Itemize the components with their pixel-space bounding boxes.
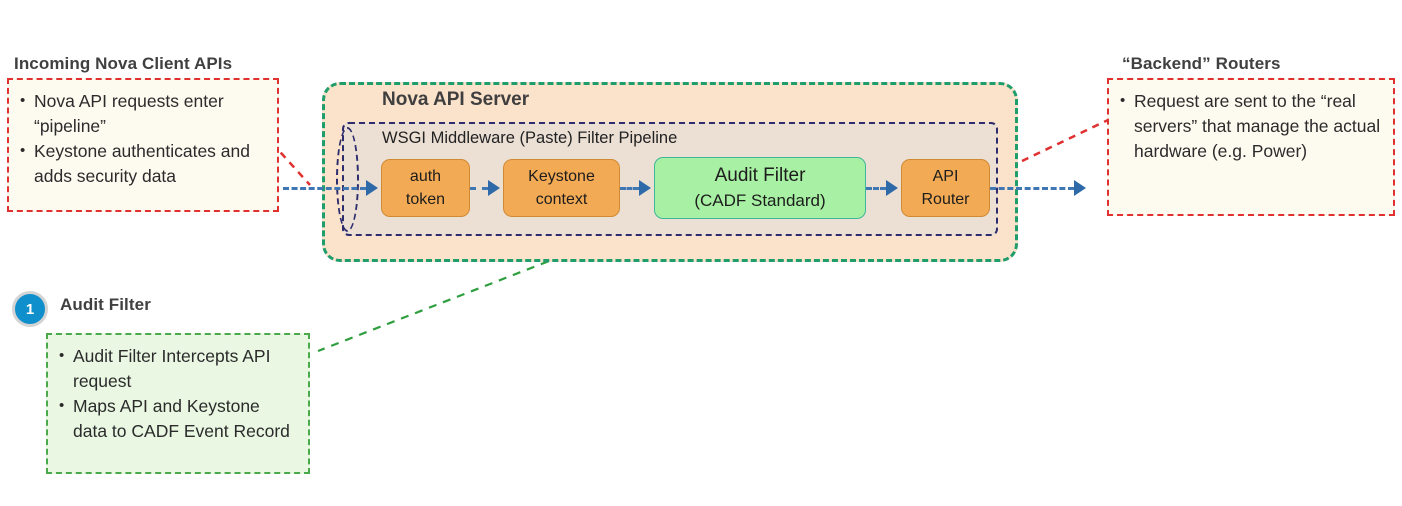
stage-audit-filter[interactable]: Audit Filter (CADF Standard) <box>654 157 866 219</box>
list-item: Nova API requests enter “pipeline” <box>17 88 267 139</box>
arrow-line-entry <box>283 187 366 190</box>
pipeline-entry-ellipse <box>336 127 359 232</box>
stage-audit-filter-line2: (CADF Standard) <box>694 191 826 210</box>
arrow-line-audit-to-router <box>866 187 886 190</box>
list-item: Audit Filter Intercepts API request <box>56 343 298 394</box>
arrow-head-keystone-to-audit <box>639 180 651 196</box>
arrow-head-exit <box>1074 180 1086 196</box>
stage-auth-token[interactable]: auth token <box>381 159 470 217</box>
arrow-line-keystone-to-audit <box>620 187 639 190</box>
stage-keystone-context-line1: Keystone <box>528 168 595 185</box>
callout-backend-routers: Request are sent to the “real servers” t… <box>1107 78 1395 216</box>
callout-audit-filter-details: Audit Filter Intercepts API request Maps… <box>46 333 310 474</box>
leader-right-red <box>1021 118 1109 163</box>
arrow-line-auth-to-keystone <box>470 187 488 190</box>
section-title-incoming: Incoming Nova Client APIs <box>14 54 233 73</box>
stage-api-router-line1: API <box>932 168 959 185</box>
stage-auth-token-line2: token <box>405 191 446 208</box>
callout-incoming-list: Nova API requests enter “pipeline” Keyst… <box>17 88 267 189</box>
list-item: Maps API and Keystone data to CADF Event… <box>56 393 298 444</box>
stage-audit-filter-line1: Audit Filter <box>714 165 806 186</box>
arrow-head-auth-to-keystone <box>488 180 500 196</box>
stage-api-router-line2: Router <box>921 191 970 208</box>
list-item: Request are sent to the “real servers” t… <box>1117 88 1383 164</box>
arrow-line-exit <box>990 187 1074 190</box>
step-badge-1: 1 <box>12 291 48 327</box>
stage-keystone-context[interactable]: Keystone context <box>503 159 620 217</box>
nova-api-server-title: Nova API Server <box>382 89 530 110</box>
stage-auth-token-line1: auth <box>409 168 442 185</box>
list-item: Keystone authenticates and adds security… <box>17 138 267 189</box>
section-title-backend-routers: “Backend” Routers <box>1122 54 1281 73</box>
stage-api-router[interactable]: API Router <box>901 159 990 217</box>
stage-keystone-context-line2: context <box>535 191 588 208</box>
arrow-head-entry <box>366 180 378 196</box>
arrow-head-audit-to-router <box>886 180 898 196</box>
wsgi-pipeline-title: WSGI Middleware (Paste) Filter Pipeline <box>382 129 678 147</box>
step-one-heading: Audit Filter <box>60 295 151 314</box>
callout-incoming-nova-client-apis: Nova API requests enter “pipeline” Keyst… <box>7 78 279 212</box>
callout-audit-filter-list: Audit Filter Intercepts API request Maps… <box>56 343 298 444</box>
callout-backend-list: Request are sent to the “real servers” t… <box>1117 88 1383 164</box>
